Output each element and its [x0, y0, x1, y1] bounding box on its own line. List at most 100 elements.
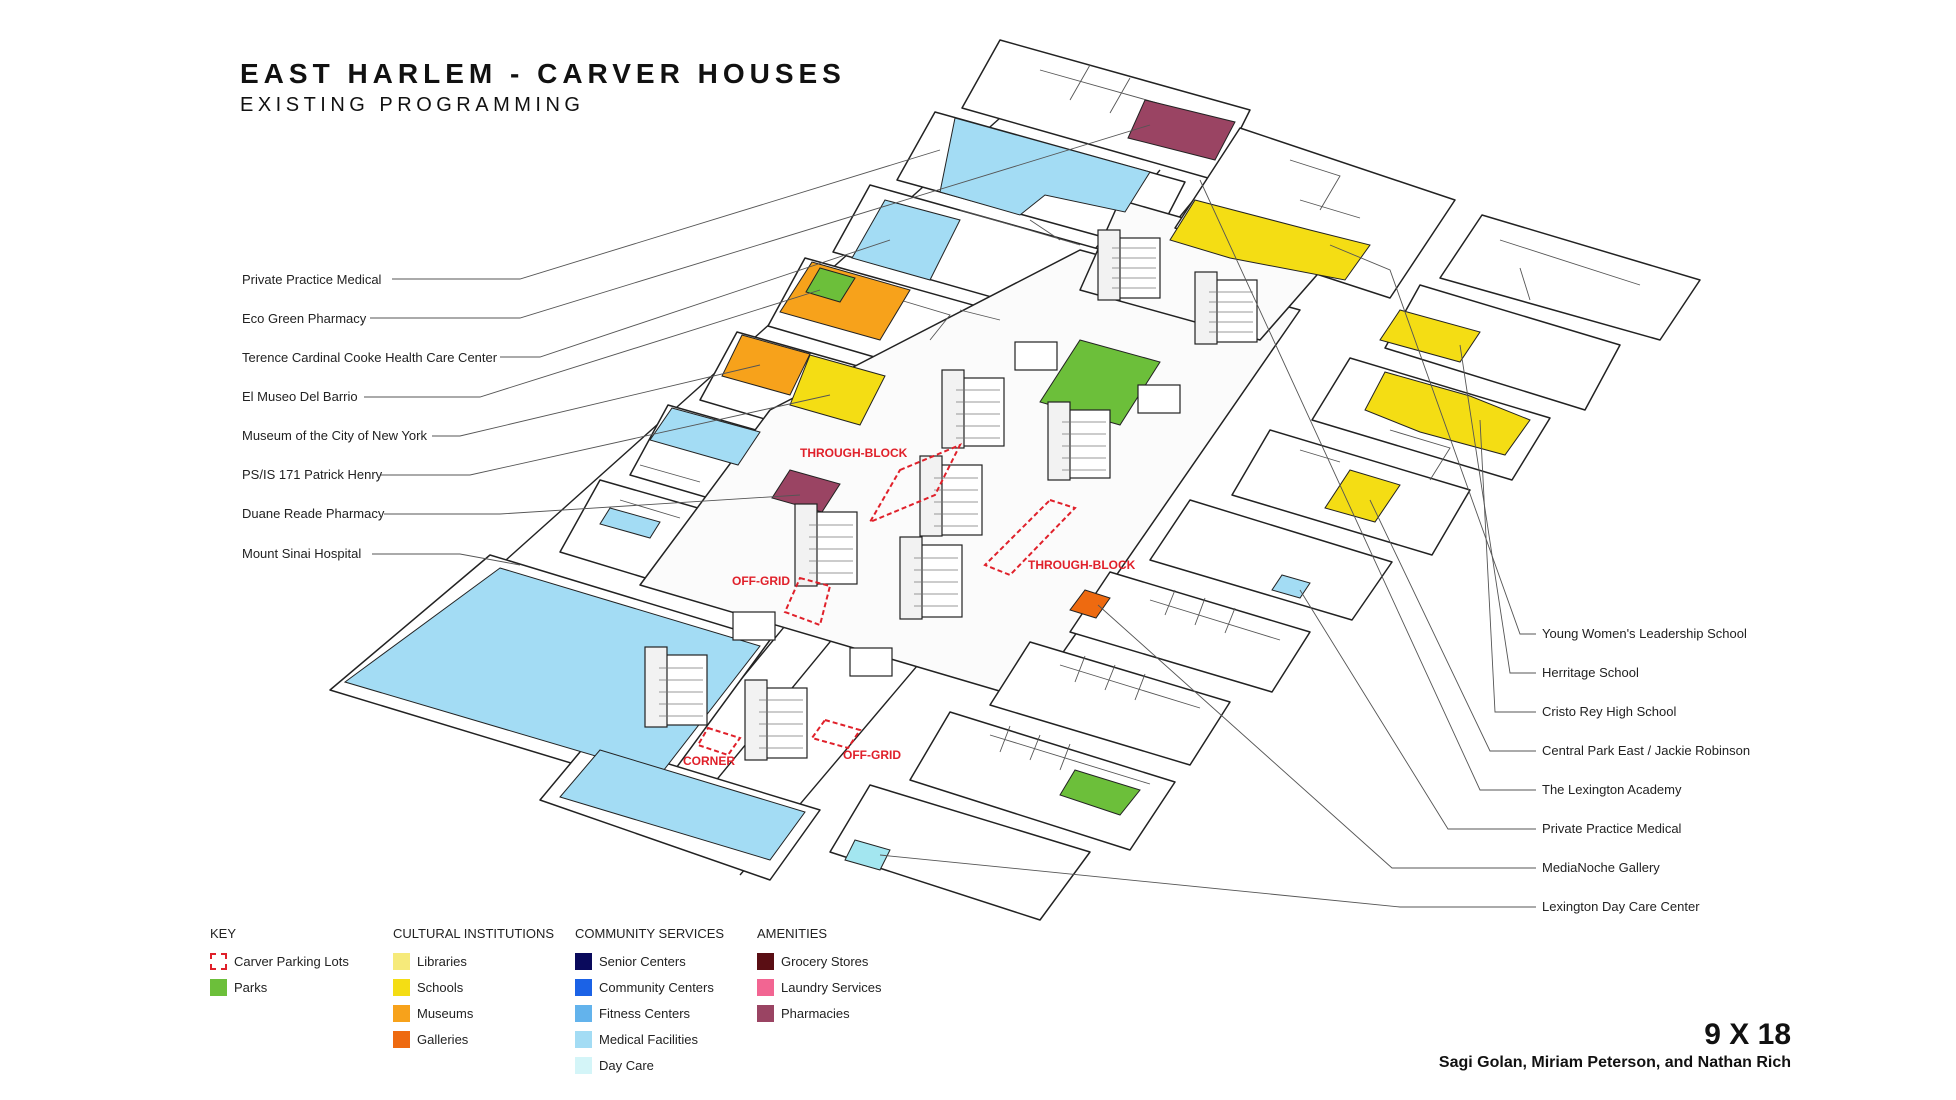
label-mount-sinai: Mount Sinai Hospital: [242, 546, 362, 561]
medical-ps-block: [649, 407, 761, 466]
medical-private-practice-north: [939, 117, 1151, 216]
label-medianoche-gallery: MediaNoche Gallery: [1542, 860, 1660, 875]
legend-fitness-centers: Fitness Centers: [575, 1003, 690, 1023]
label-private-practice-medical-west: Private Practice Medical: [242, 272, 382, 287]
parking-lot-corner: [696, 726, 742, 757]
gallery-medianoche: [1069, 589, 1111, 619]
block-e1: [1174, 127, 1456, 299]
school-young-womens: [1169, 199, 1371, 281]
lot-label-off-grid-1: OFF-GRID: [732, 574, 790, 588]
legend-amenities-heading: AMENITIES: [757, 926, 828, 941]
medical-w9: [559, 749, 806, 861]
label-herritage-school: Herritage School: [1542, 665, 1639, 680]
parking-lot-off-grid-2: [810, 718, 862, 750]
leader-l3: [500, 239, 891, 358]
label-duane-reade: Duane Reade Pharmacy: [242, 506, 385, 521]
legend-pharmacies: Pharmacies: [757, 1003, 850, 1023]
schools-swatch-icon: [393, 978, 410, 996]
legend-carver-parking-lots: Carver Parking Lots: [210, 951, 349, 971]
credit-authors: Sagi Golan, Miriam Peterson, and Nathan …: [1438, 1054, 1791, 1071]
legend-day-care: Day Care: [575, 1055, 654, 1075]
block-e5: [1149, 499, 1393, 621]
label-central-park-east: Central Park East / Jackie Robinson: [1542, 743, 1751, 758]
medical-facilities-swatch-icon: [575, 1030, 592, 1048]
low-building-3: [732, 611, 776, 641]
label-cristo-rey: Cristo Rey High School: [1542, 704, 1677, 719]
tower-1: [1097, 229, 1161, 301]
fitness-centers-swatch-icon: [575, 1004, 592, 1022]
tower-7: [899, 536, 963, 620]
leader-r4: [1369, 499, 1536, 752]
leader-r2: [1459, 344, 1536, 674]
legend-galleries: Galleries: [393, 1029, 468, 1049]
label-lexington-day-care: Lexington Day Care Center: [1542, 899, 1700, 914]
leader-r8: [879, 854, 1536, 908]
legend-community-heading: COMMUNITY SERVICES: [575, 926, 725, 941]
tower-2: [1194, 271, 1258, 345]
legend-grocery-stores: Grocery Stores: [757, 951, 868, 971]
label-terence-cooke: Terence Cardinal Cooke Health Care Cente…: [242, 350, 498, 365]
galleries-swatch-icon: [393, 1030, 410, 1048]
medical-terence-cooke: [851, 199, 961, 281]
daycare-lexington: [844, 839, 891, 871]
community-centers-swatch-icon: [575, 978, 592, 996]
low-building-4: [849, 647, 893, 677]
libraries-swatch-icon: [393, 952, 410, 970]
leader-r3: [1479, 419, 1536, 713]
tower-8: [644, 646, 708, 728]
medical-small-w7: [599, 507, 661, 539]
pharmacy-eco-green: [1127, 99, 1236, 161]
parking-lot-off-grid-1: [783, 576, 832, 627]
museum-city-ny: [721, 334, 811, 396]
label-lexington-academy: The Lexington Academy: [1542, 782, 1682, 797]
block-e1b: [1439, 214, 1701, 341]
label-private-practice-medical-east: Private Practice Medical: [1542, 821, 1682, 836]
park-south-east: [1059, 769, 1141, 816]
legend-medical-facilities: Medical Facilities: [575, 1029, 698, 1049]
leader-l6: [380, 394, 831, 476]
label-young-womens: Young Women's Leadership School: [1542, 626, 1747, 641]
low-building-2: [1137, 384, 1181, 414]
lot-label-corner: CORNER: [683, 754, 736, 768]
leader-r5: [1199, 179, 1536, 791]
legend-museums: Museums: [393, 1003, 473, 1023]
label-el-museo: El Museo Del Barrio: [242, 389, 358, 404]
leader-l5: [432, 364, 761, 437]
dashed-swatch-icon: [210, 952, 227, 970]
parks-swatch-icon: [210, 978, 227, 996]
diagram-title: EAST HARLEM - CARVER HOUSES: [240, 58, 846, 89]
label-eco-green-pharmacy: Eco Green Pharmacy: [242, 311, 367, 326]
credit-9x18: 9 X 18: [1704, 1018, 1791, 1051]
legend-community-centers: Community Centers: [575, 977, 714, 997]
parking-lot-through-block-1: [867, 443, 963, 525]
legend-libraries: Libraries: [393, 951, 467, 971]
label-ps-is-171: PS/IS 171 Patrick Henry: [242, 467, 383, 482]
leader-r1: [1329, 244, 1536, 635]
legend-schools: Schools: [393, 977, 463, 997]
legend-parks: Parks: [210, 977, 267, 997]
tower-6: [794, 503, 858, 587]
block-e9-daycare: [829, 784, 1091, 921]
leader-l7: [384, 494, 801, 515]
leader-l2: [370, 124, 1151, 319]
tower-4: [1047, 401, 1111, 481]
block-e7: [989, 641, 1231, 766]
leader-r6: [1299, 589, 1536, 830]
leader-l4: [364, 289, 821, 398]
medical-private-practice-east: [1271, 574, 1311, 599]
legend-key-heading: KEY: [210, 926, 237, 941]
pharmacies-swatch-icon: [757, 1004, 774, 1022]
school-cristo-rey: [1364, 371, 1531, 456]
leader-r7: [1097, 604, 1536, 869]
tower-5: [919, 455, 983, 537]
legend-cultural-heading: CULTURAL INSTITUTIONS: [393, 926, 555, 941]
grocery-stores-swatch-icon: [757, 952, 774, 970]
low-building-1: [1014, 341, 1058, 371]
leader-l1: [392, 149, 941, 280]
legend-laundry-services: Laundry Services: [757, 977, 881, 997]
lot-label-through-block-2: THROUGH-BLOCK: [1028, 558, 1136, 572]
diagram-subtitle: EXISTING PROGRAMMING: [240, 94, 585, 116]
leader-l8: [372, 553, 521, 566]
museums-swatch-icon: [393, 1004, 410, 1022]
